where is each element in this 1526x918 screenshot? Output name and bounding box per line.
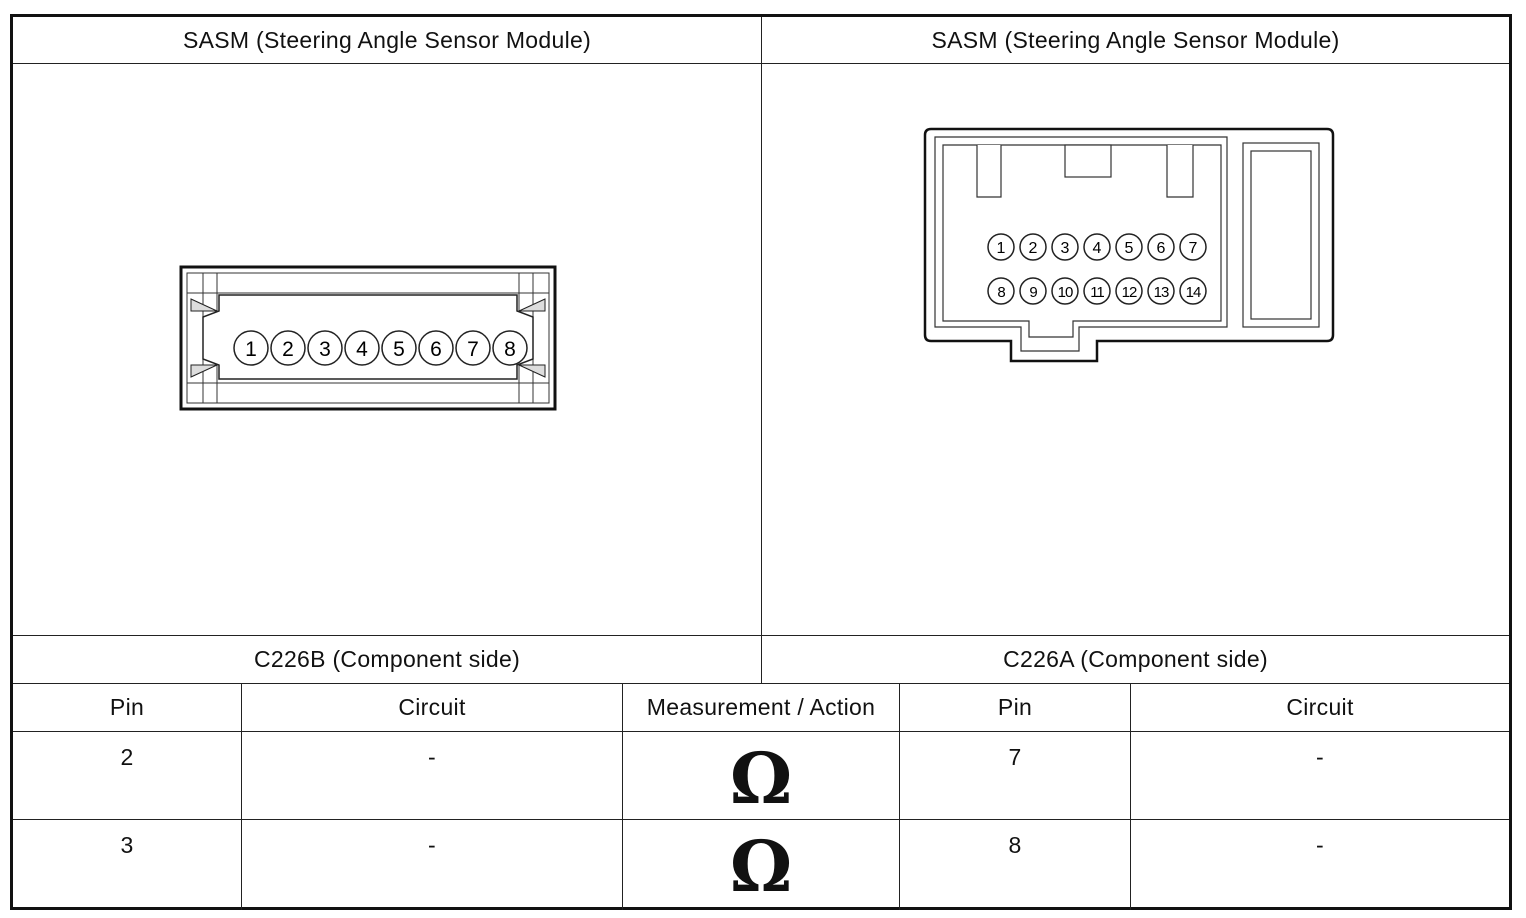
c226a-pin-label: 12 — [1122, 284, 1137, 301]
connector-c226a-drawing: 1 2 3 4 5 6 7 8 9 10 11 12 13 14 — [923, 127, 1335, 363]
c226b-pin-label: 5 — [393, 338, 405, 361]
pinout-sheet: SASM (Steering Angle Sensor Module) SASM… — [10, 14, 1512, 910]
c226b-pin-label: 2 — [282, 338, 294, 361]
ohm-symbol: Ω — [729, 737, 793, 820]
c226a-pin-label: 8 — [997, 284, 1005, 301]
c226a-pin-label: 7 — [1189, 240, 1198, 257]
c226b-pin-label: 4 — [356, 338, 368, 361]
c226b-pin-label: 1 — [245, 338, 257, 361]
row2-circuit-a: - — [1316, 832, 1324, 858]
c226a-pin-grid: 1 2 3 4 5 6 7 8 9 10 11 12 13 14 — [987, 233, 1207, 305]
c226b-pin-label: 7 — [467, 338, 479, 361]
rule-headers — [13, 731, 1509, 732]
c226a-pin-label: 9 — [1029, 284, 1037, 301]
c226a-pin-label: 1 — [997, 240, 1006, 257]
header-pin-a: Pin — [997, 694, 1033, 720]
c226b-pin-label: 3 — [319, 338, 331, 361]
left-connector-label: C226B (Component side) — [253, 646, 521, 672]
rule-row-1 — [13, 819, 1509, 820]
c226a-pin-label: 2 — [1029, 240, 1038, 257]
c226a-pin-label: 11 — [1090, 284, 1104, 301]
rule-col-1 — [241, 683, 242, 910]
header-circuit-a: Circuit — [1286, 694, 1354, 720]
c226a-pin-label: 4 — [1093, 240, 1102, 257]
c226a-pin-label: 10 — [1058, 284, 1073, 301]
c226b-pin-row: 1 2 3 4 5 6 7 8 — [233, 330, 528, 366]
c226b-pin-label: 8 — [504, 338, 516, 361]
row1-circuit-a: - — [1316, 744, 1324, 770]
c226a-pin-label: 13 — [1154, 284, 1169, 301]
header-circuit-b: Circuit — [398, 694, 466, 720]
row1-circuit-b: - — [428, 744, 436, 770]
c226a-pin-label: 5 — [1125, 240, 1134, 257]
row2-pin-b: 3 — [120, 832, 134, 858]
c226a-pin-label: 14 — [1186, 284, 1201, 301]
rule-col-4 — [1130, 683, 1131, 910]
right-panel-title: SASM (Steering Angle Sensor Module) — [931, 26, 1340, 53]
header-measurement: Measurement / Action — [646, 694, 876, 720]
c226b-pin-label: 6 — [430, 338, 442, 361]
row2-pin-a: 8 — [1008, 832, 1022, 858]
c226a-pin-label: 3 — [1061, 240, 1070, 257]
c226a-pin-label: 6 — [1157, 240, 1166, 257]
row1-pin-b: 2 — [120, 744, 134, 770]
row2-circuit-b: - — [428, 832, 436, 858]
rule-connector-labels — [13, 683, 1509, 684]
connector-c226b-drawing: 1 2 3 4 5 6 7 8 — [179, 265, 557, 411]
left-panel-title: SASM (Steering Angle Sensor Module) — [182, 26, 592, 53]
rule-panel-divider — [761, 17, 762, 683]
row1-pin-a: 7 — [1008, 744, 1022, 770]
right-connector-label: C226A (Component side) — [1003, 646, 1268, 672]
ohm-symbol: Ω — [729, 825, 793, 908]
rule-col-2 — [622, 683, 623, 910]
header-pin-b: Pin — [109, 694, 145, 720]
rule-col-3 — [899, 683, 900, 910]
